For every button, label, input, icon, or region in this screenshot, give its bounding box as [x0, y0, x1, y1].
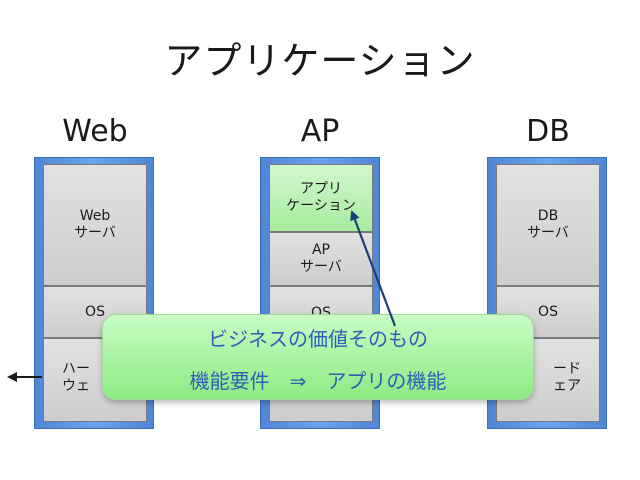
web-server-line-2: サーバ [74, 225, 116, 241]
callout-pointer-arrow [350, 210, 397, 327]
business-value-callout: ビジネスの価値そのもの 機能要件 ⇒ アプリの機能 [102, 314, 534, 400]
web-os-label: OS [85, 303, 105, 320]
ap-server-box: AP サーバ [269, 232, 373, 286]
db-server-line-2: サーバ [527, 225, 569, 241]
ap-app-line-1: アプリ [300, 181, 342, 197]
db-os-label: OS [538, 303, 558, 320]
db-hw-line-2: ェア [553, 378, 581, 394]
db-server-box: DB サーバ [496, 164, 600, 286]
web-server-line-1: Web [79, 208, 111, 224]
web-hw-line-2: ウェ [62, 378, 90, 394]
web-column: Web サーバ OS ハー ウェ [34, 157, 154, 429]
db-os-box: OS [496, 286, 600, 338]
ap-server-line-1: AP [311, 242, 331, 258]
web-hw-line-1: ハー [62, 361, 90, 377]
page-title: アプリケーション [164, 39, 476, 83]
db-server-line-1: DB [537, 208, 559, 224]
db-column-label: DB [526, 114, 570, 149]
db-hw-line-1: ード [553, 361, 581, 377]
callout-line-2: 機能要件 ⇒ アプリの機能 [189, 369, 447, 393]
db-column: DB サーバ OS ード ェア [487, 157, 607, 429]
ap-server-line-2: サーバ [300, 259, 342, 275]
web-column-label: Web [62, 114, 128, 149]
web-server-box: Web サーバ [43, 164, 147, 286]
ap-app-line-2: ケーション [286, 198, 356, 214]
ap-column-label: AP [300, 114, 340, 149]
callout-line-1: ビジネスの価値そのもの [208, 327, 428, 351]
